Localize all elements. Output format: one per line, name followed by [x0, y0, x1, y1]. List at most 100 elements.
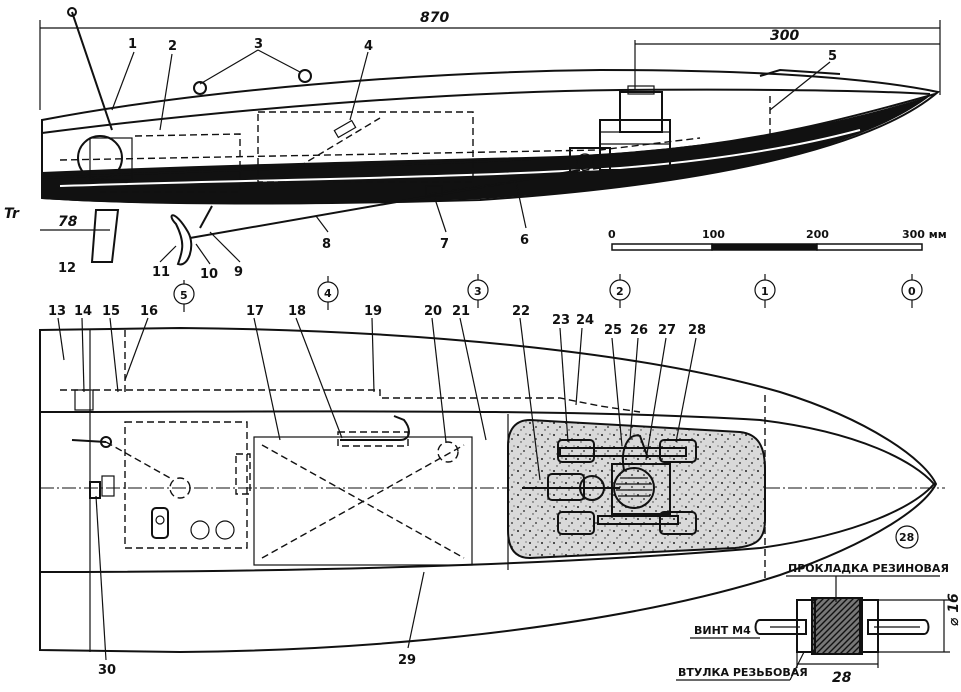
scale-tick-300: 300 мм — [902, 228, 947, 241]
deck-line — [41, 88, 931, 134]
mount-top-left — [557, 439, 595, 463]
tank-dashed — [100, 133, 241, 193]
callout-2: 2 — [168, 39, 177, 54]
callout-5: 5 — [828, 49, 837, 64]
mount-bottom-right — [659, 511, 697, 535]
scale-bar-segment-2 — [711, 243, 818, 251]
callout-19: 19 — [364, 304, 382, 319]
plan-view: 13 14 15 16 17 18 19 20 21 22 23 24 25 2… — [39, 304, 945, 678]
hatch-diagonal-2 — [261, 444, 465, 559]
station-markers: 5 4 3 2 1 0 — [173, 274, 923, 312]
mount-width-dim: 28 — [832, 670, 852, 686]
callout-8: 8 — [322, 237, 331, 252]
switch-block — [151, 507, 169, 539]
callout-7: 7 — [440, 237, 449, 252]
dim-engine-position: 300 — [770, 28, 799, 44]
radio-compartment — [124, 421, 248, 549]
deck-edge-plan — [39, 410, 936, 573]
scale-bar-segment-1 — [611, 243, 713, 251]
callout-22: 22 — [512, 304, 530, 319]
station-0: 0 — [901, 274, 923, 308]
figure-number: 28 — [899, 531, 914, 544]
rubber-gasket — [811, 597, 863, 655]
station-5: 5 — [173, 280, 195, 312]
servo-box — [89, 137, 133, 181]
engine-mounts — [557, 439, 697, 535]
callout-28: 28 — [688, 323, 706, 338]
callout-27: 27 — [658, 323, 676, 338]
switch-knob — [155, 515, 165, 525]
mount-height-dim: ⌀ 16 — [946, 593, 961, 626]
screw-right — [867, 619, 930, 635]
callout-29: 29 — [398, 653, 416, 668]
callout-24: 24 — [576, 313, 594, 328]
servo-3 — [215, 520, 235, 540]
strut — [199, 205, 213, 229]
lift-eye-1 — [193, 81, 207, 95]
callout-6: 6 — [520, 233, 529, 248]
station-1: 1 — [754, 274, 776, 308]
servo-2 — [190, 520, 210, 540]
dim-transom-mark: Tr — [4, 206, 20, 222]
svg-text:2: 2 — [616, 285, 624, 298]
callout-18: 18 — [288, 304, 306, 319]
callout-13: 13 — [48, 304, 66, 319]
callout-10: 10 — [200, 267, 218, 282]
rudder-horn — [89, 481, 101, 499]
rudder-servo-small — [101, 475, 115, 497]
servo-1 — [169, 477, 191, 499]
callout-17: 17 — [246, 304, 264, 319]
antenna — [71, 11, 113, 131]
fuel-line-plan-box — [337, 431, 409, 447]
engine-flywheel — [613, 467, 655, 509]
svg-text:5: 5 — [180, 289, 188, 302]
bushing-left — [796, 599, 816, 653]
side-leaders — [111, 49, 831, 265]
callout-20: 20 — [424, 304, 442, 319]
antenna-tip — [67, 7, 77, 17]
bushing-leader-up — [789, 651, 805, 681]
hull-plan-outline — [39, 326, 938, 654]
callout-14: 14 — [74, 304, 92, 319]
shaft-tube-dashed — [429, 167, 601, 195]
station-2: 2 — [609, 274, 631, 308]
callout-26: 26 — [630, 323, 648, 338]
scale-tick-0: 0 — [608, 228, 616, 241]
svg-text:0: 0 — [908, 285, 916, 298]
plan-leaders — [57, 317, 697, 661]
scale-tick-100: 100 — [702, 228, 725, 241]
tiller-arm — [71, 439, 107, 443]
callout-25: 25 — [604, 323, 622, 338]
scale-bar: 0 100 200 300 мм — [608, 228, 947, 251]
screw-label: ВИНТ М4 — [694, 624, 751, 637]
bow-fitting — [759, 68, 841, 77]
figure-number-circle — [895, 525, 919, 549]
lift-eye-2 — [298, 69, 312, 83]
callout-11: 11 — [152, 265, 170, 280]
callout-16: 16 — [140, 304, 158, 319]
callout-30: 30 — [98, 663, 116, 678]
dim-transom-offset: 78 — [58, 214, 78, 230]
push-rod — [279, 117, 381, 179]
mount-bottom-left — [557, 511, 595, 535]
gasket-label: ПРОКЛАДКА РЕЗИНОВАЯ — [788, 562, 949, 575]
callout-12: 12 — [58, 261, 76, 276]
station-3: 3 — [467, 274, 489, 308]
propeller — [170, 214, 193, 266]
deck-tank-dashed — [60, 389, 641, 413]
callout-4: 4 — [364, 39, 373, 54]
scale-tick-200: 200 — [806, 228, 829, 241]
rudder — [90, 209, 120, 263]
bushing-label: ВТУЛКА РЕЗЬБОВАЯ — [678, 666, 808, 679]
hatch-dashed — [257, 111, 474, 183]
tiller-rod-dashed — [105, 441, 171, 479]
waterline — [59, 129, 861, 187]
hatch-plan — [253, 436, 473, 566]
screw-left — [754, 619, 807, 635]
station-4: 4 — [317, 276, 339, 310]
fuel-filler — [437, 441, 459, 463]
rod-guide — [333, 119, 357, 139]
svg-text:4: 4 — [324, 287, 332, 300]
